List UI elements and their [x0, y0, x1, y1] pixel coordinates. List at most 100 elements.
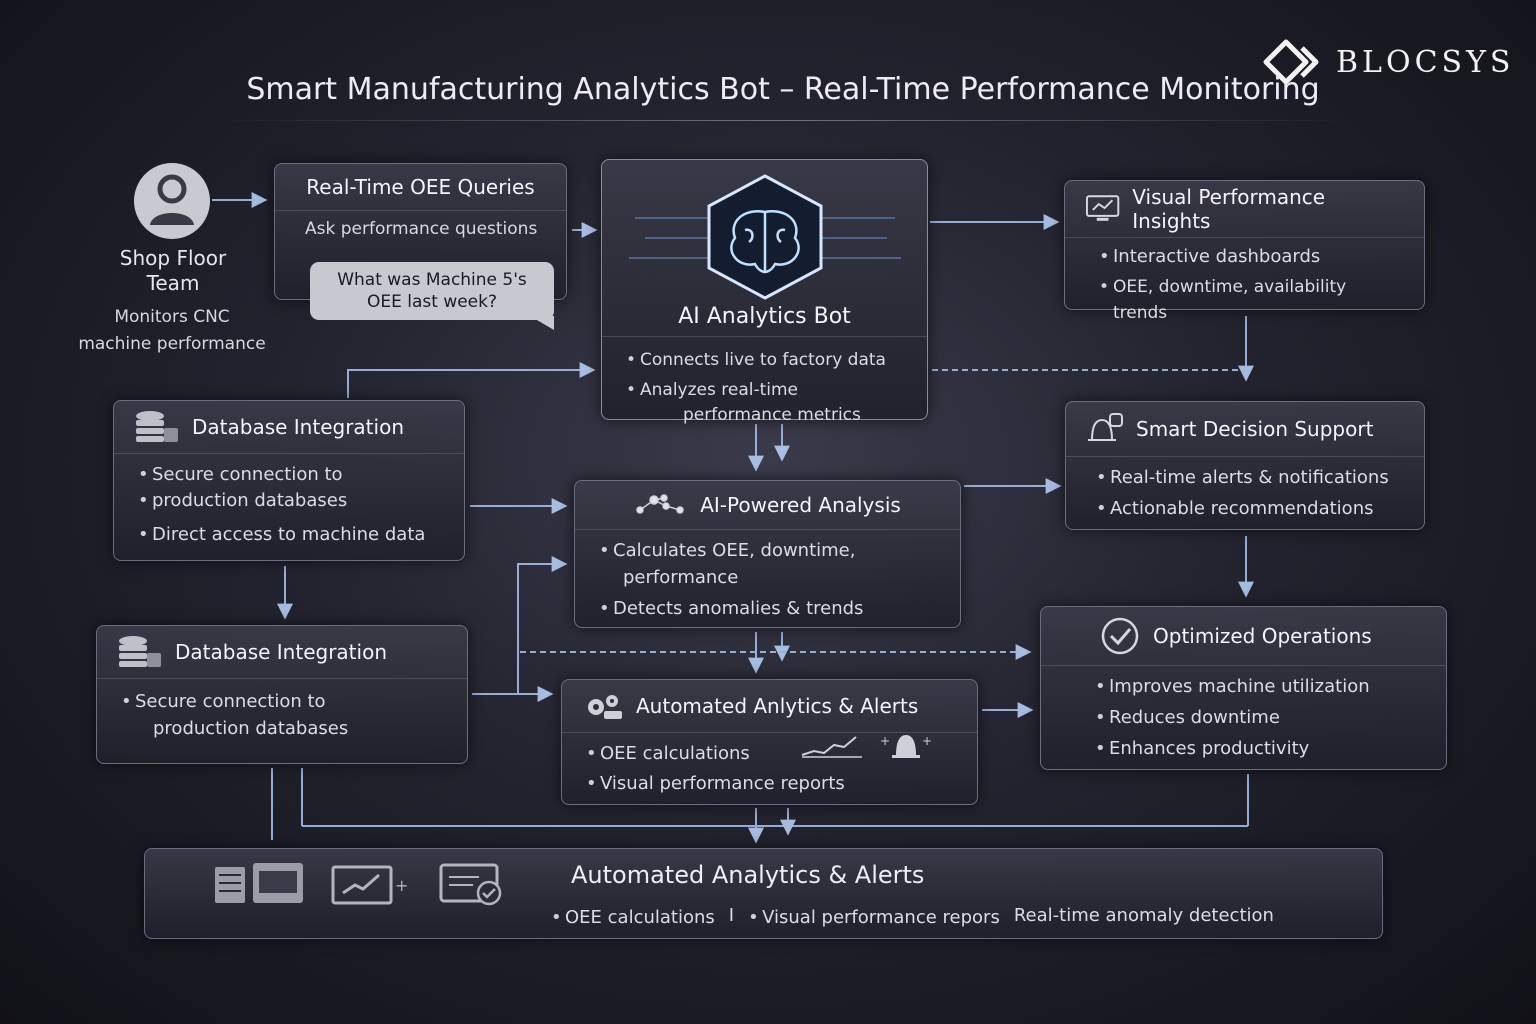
visual-bullet1: Interactive dashboards — [1099, 244, 1400, 270]
user-icon — [150, 174, 194, 225]
footer-item1: OEE calculations — [551, 905, 715, 931]
user-name: Shop Floor Team — [96, 246, 250, 296]
optimized-body: Improves machine utilization Reduces dow… — [1041, 666, 1446, 770]
db2-header: Database Integration — [97, 626, 467, 679]
title-divider — [210, 120, 1360, 121]
alerts-header: Automated Anlytics & Alerts — [562, 680, 977, 733]
visual-card: Visual Performance Insights Interactive … — [1064, 180, 1425, 323]
db1-header: Database Integration — [114, 401, 464, 454]
analysis-title: AI-Powered Analysis — [700, 493, 901, 517]
arrow-db1-to-bot — [347, 362, 596, 398]
decision-title: Smart Decision Support — [1136, 417, 1374, 441]
monitor-chart-icon — [1085, 195, 1120, 221]
user-description: Monitors CNC machine performance — [62, 304, 282, 358]
analysis-bullet1-cont: performance — [623, 567, 739, 588]
db1-body: Secure connection to production database… — [114, 454, 464, 556]
queries-subtitle: Ask performance questions — [305, 219, 538, 239]
queries-title: Real-Time OEE Queries — [306, 175, 535, 199]
svg-text:+: + — [880, 734, 890, 748]
bot-card: AI Analytics Bot Connects live to factor… — [601, 159, 928, 425]
database-icon — [136, 411, 178, 442]
alerts-title: Automated Anlytics & Alerts — [636, 694, 919, 718]
db1-bullet1-cont: production databases — [138, 488, 440, 514]
bot-body: Connects live to factory data Analyzes r… — [602, 337, 927, 435]
alerts-bullet1: OEE calculations — [586, 741, 953, 767]
optimized-card: Optimized Operations Improves machine ut… — [1040, 606, 1447, 770]
footer-item3: Real-time anomaly detection — [1013, 905, 1274, 926]
user-desc-line2: machine performance — [78, 334, 266, 354]
report-check-icon — [439, 863, 502, 906]
bot-visual — [602, 160, 927, 316]
brand-name: BLOCSYS — [1336, 44, 1515, 80]
db2-body: Secure connection to production database… — [97, 679, 467, 749]
optimized-header: Optimized Operations — [1041, 607, 1446, 666]
decision-bullet2: Actionable recommendations — [1096, 496, 1400, 522]
alerts-bullet2: Visual performance reports — [586, 771, 953, 797]
decision-card: Smart Decision Support Real-time alerts … — [1065, 401, 1425, 530]
footer-items: OEE calculations I Visual performance re… — [551, 905, 1274, 931]
bell-alert-icon — [1088, 413, 1123, 441]
database-icon — [119, 636, 161, 667]
visual-body: Interactive dashboards OEE, downtime, av… — [1065, 238, 1424, 334]
user-name-line2: Team — [146, 271, 200, 295]
page-title: Smart Manufacturing Analytics Bot – Real… — [246, 72, 1320, 107]
bot-bullet2: Analyzes real-time — [626, 377, 903, 403]
decision-header: Smart Decision Support — [1066, 402, 1424, 457]
check-circle-icon — [1101, 617, 1139, 655]
documents-icon — [215, 863, 303, 903]
user-avatar — [134, 163, 210, 239]
db2-bullet1-cont: production databases — [153, 718, 349, 739]
bubble-line2: OEE last week? — [366, 292, 498, 312]
query-bubble: What was Machine 5's OEE last week? — [310, 262, 554, 320]
user-desc-line1: Monitors CNC — [114, 307, 230, 327]
db1-title: Database Integration — [192, 415, 404, 439]
svg-text:+: + — [922, 734, 932, 748]
optimized-bullet1: Improves machine utilization — [1095, 674, 1422, 700]
brand-logo: BLOCSYS — [1262, 38, 1514, 86]
bubble-line1: What was Machine 5's — [337, 270, 527, 290]
chart-monitor-icon: + — [331, 865, 408, 905]
arrow-db2-to-analysis — [472, 556, 568, 695]
footer-card: + Automated Analytics & Alerts OEE calcu… — [144, 848, 1383, 939]
svg-text:+: + — [395, 876, 408, 895]
queries-header: Real-Time OEE Queries — [275, 164, 566, 211]
optimized-bullet2: Reduces downtime — [1095, 705, 1422, 731]
bell-icon: + + — [880, 734, 932, 758]
visual-header: Visual Performance Insights — [1065, 181, 1424, 238]
db2-bullet1: Secure connection to — [121, 689, 443, 715]
decision-body: Real-time alerts & notifications Actiona… — [1066, 457, 1424, 530]
bot-title: AI Analytics Bot — [678, 303, 851, 329]
db2-card: Database Integration Secure connection t… — [96, 625, 468, 764]
alerts-card: Automated Anlytics & Alerts OEE calculat… — [561, 679, 978, 805]
brain-icon — [628, 174, 901, 300]
footer-icons: + — [213, 863, 505, 907]
visual-bullet2: OEE, downtime, availability trends — [1099, 274, 1400, 326]
analysis-bullet2: Detects anomalies & trends — [599, 596, 936, 622]
db1-bullet1: Secure connection to — [138, 462, 440, 488]
db2-title: Database Integration — [175, 640, 387, 664]
blocsys-logo-icon — [1263, 39, 1319, 85]
optimized-bullet3: Enhances productivity — [1095, 736, 1422, 762]
analysis-bullet1: Calculates OEE, downtime, — [599, 538, 936, 564]
optimized-title: Optimized Operations — [1153, 624, 1372, 648]
decision-bullet1: Real-time alerts & notifications — [1096, 465, 1400, 491]
analysis-header: AI-Powered Analysis — [575, 481, 960, 530]
db1-card: Database Integration Secure connection t… — [113, 400, 465, 561]
network-icon — [636, 494, 684, 514]
visual-title: Visual Performance Insights — [1132, 185, 1326, 233]
bot-bullet2-cont: performance metrics — [683, 405, 861, 425]
footer-item2: Visual performance repors — [748, 905, 1000, 931]
footer-title: Automated Analytics & Alerts — [571, 861, 925, 889]
user-name-line1: Shop Floor — [119, 246, 227, 270]
gears-icon — [588, 695, 622, 719]
alerts-body: OEE calculations Visual performance repo… — [562, 733, 977, 805]
footer-separator: I — [728, 905, 735, 926]
bot-header: AI Analytics Bot — [602, 296, 927, 337]
db1-bullet2: Direct access to machine data — [138, 522, 440, 548]
analysis-body: Calculates OEE, downtime, performance De… — [575, 530, 960, 630]
bot-bullet1: Connects live to factory data — [626, 347, 903, 373]
trend-line-icon — [801, 736, 862, 758]
bubble-tail — [530, 316, 554, 330]
analysis-card: AI-Powered Analysis Calculates OEE, down… — [574, 480, 961, 628]
